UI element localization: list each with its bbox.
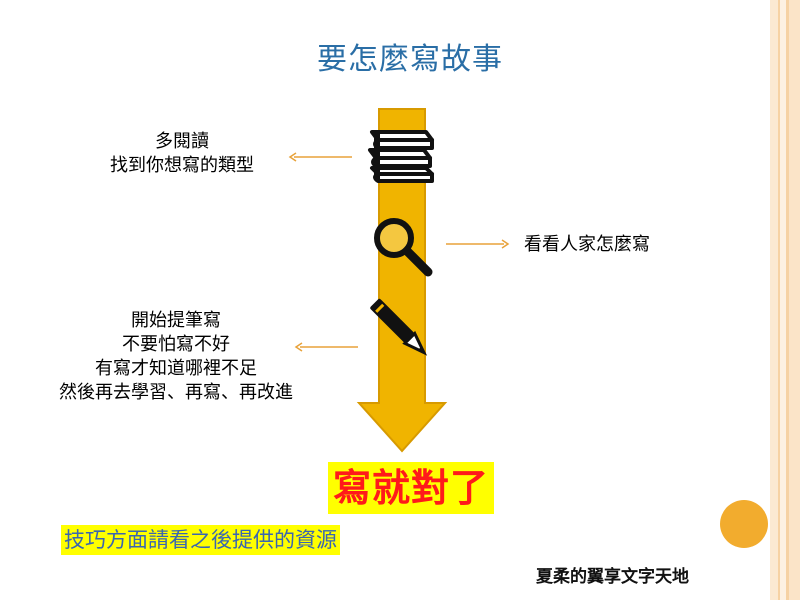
- note-line: 開始提筆寫: [131, 310, 221, 331]
- note-line: 找到你想寫的類型: [110, 155, 254, 176]
- slide-title: 要怎麼寫故事: [317, 42, 503, 77]
- decorative-stripe: [770, 0, 778, 600]
- note-line: 多閱讀: [155, 131, 209, 152]
- pen-icon: [370, 298, 428, 356]
- left-arrow-icon: [288, 152, 352, 162]
- decorative-stripe: [780, 0, 786, 600]
- note-line: 有寫才知道哪裡不足: [95, 358, 257, 379]
- decorative-circle: [720, 500, 768, 548]
- note-see-others: 看看人家怎麼寫: [524, 234, 650, 255]
- tip-resources: 技巧方面請看之後提供的資源: [61, 525, 340, 555]
- credit-label: 夏柔的翼享文字天地: [536, 567, 689, 587]
- note-read-more: 多閱讀 找到你想寫的類型: [72, 130, 292, 178]
- highlight-just-write: 寫就對了: [328, 462, 494, 514]
- note-line: 不要怕寫不好: [122, 334, 230, 355]
- decorative-stripe: [789, 0, 800, 600]
- decorative-stripe: [778, 0, 780, 600]
- right-arrow-icon: [446, 239, 510, 249]
- magnifier-icon: [374, 218, 433, 277]
- decorative-stripe: [786, 0, 789, 600]
- books-icon: [368, 130, 434, 183]
- left-arrow-icon: [294, 342, 358, 352]
- note-start-writing: 開始提筆寫 不要怕寫不好 有寫才知道哪裡不足 然後再去學習、再寫、再改進: [58, 309, 294, 405]
- note-line: 然後再去學習、再寫、再改進: [59, 382, 293, 403]
